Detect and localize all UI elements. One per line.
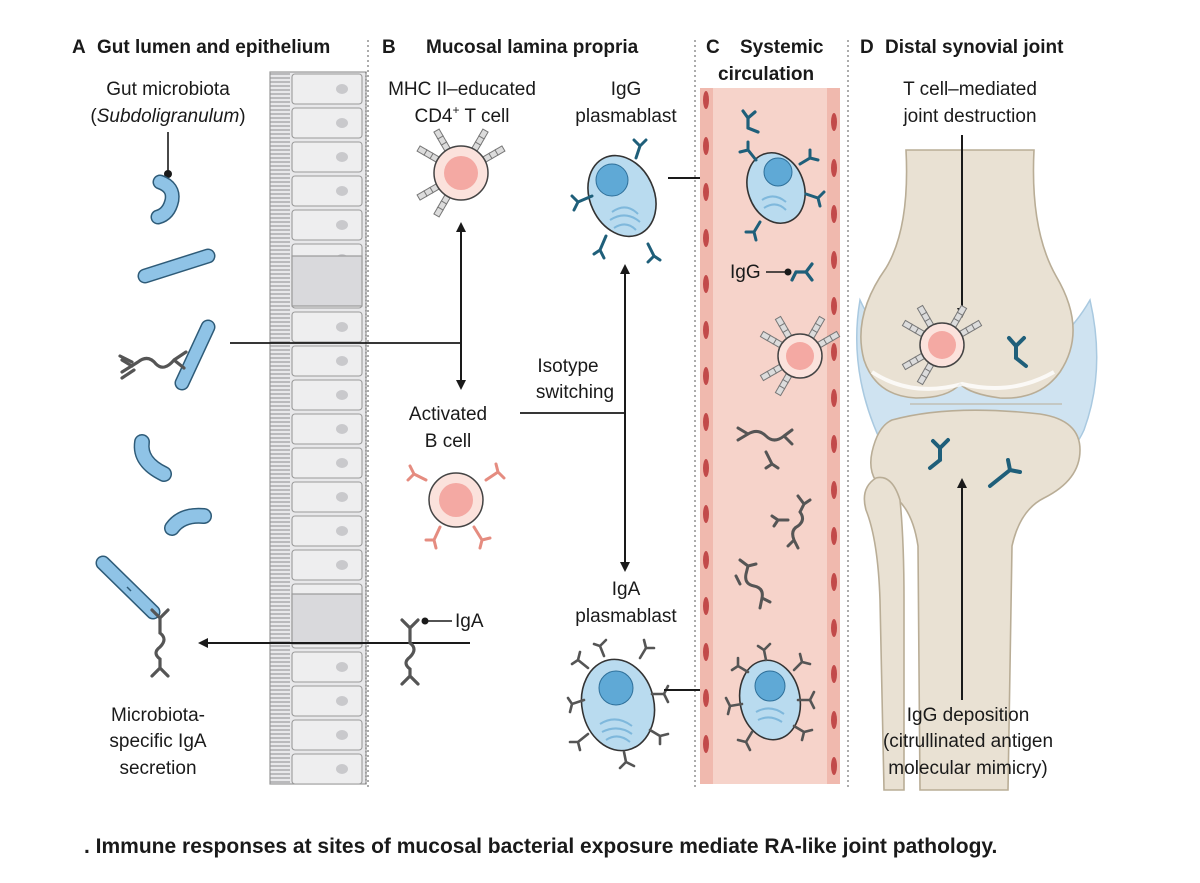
panel-a-title: Gut lumen and epithelium — [97, 37, 330, 58]
circulating-igg-antibody — [741, 109, 760, 134]
iga-label: IgA — [455, 611, 484, 632]
epithelial-cell — [291, 685, 363, 717]
iga-dimer-lamina — [400, 618, 420, 686]
igg-plasmablast-label-line2: plasmablast — [575, 106, 677, 127]
panel-d-letter: D — [860, 37, 874, 58]
pointer-dot — [164, 170, 172, 178]
secretion-label-line3: secretion — [119, 758, 196, 779]
activated-b-cell — [406, 462, 506, 550]
panel-c-letter: C — [706, 37, 720, 58]
panel-d-title: Distal synovial joint — [885, 37, 1064, 58]
epithelium-layer — [269, 71, 367, 785]
cd4-t-cell — [416, 128, 506, 218]
epithelial-cell — [291, 549, 363, 581]
panel-c-title-line1: Systemic — [740, 37, 824, 58]
bacteria-group — [95, 174, 216, 620]
mhc-tcell-label-line2: CD4+ T cell — [414, 103, 509, 127]
deposition-label-line1: IgG deposition — [907, 705, 1030, 726]
deposition-label-line3: molecular mimicry) — [888, 758, 1047, 779]
epithelial-cell — [291, 753, 363, 785]
joint-igg-antibodies — [928, 336, 1028, 488]
microvilli-border — [270, 73, 290, 783]
joint-t-cell — [901, 304, 983, 386]
fibula — [863, 476, 905, 791]
circulating-iga-dimers — [734, 426, 812, 610]
activated-bcell-label-line2: B cell — [425, 431, 471, 452]
isotype-switching-label-line2: switching — [536, 382, 614, 403]
epithelial-cell — [291, 413, 363, 445]
panel-a-letter: A — [72, 37, 86, 58]
epithelial-cell — [291, 651, 363, 683]
iga-plasmablast-label-line1: IgA — [612, 579, 641, 600]
deposition-label-line2: (citrullinated antigen — [883, 731, 1053, 752]
igg-antibody — [790, 262, 814, 282]
igg-antibody — [988, 458, 1022, 488]
igg-plasmablast-label-line1: IgG — [611, 79, 642, 100]
microbiota-label-line2: (Subdoligranulum) — [90, 106, 245, 127]
igg-circulation-label: IgG — [730, 262, 761, 283]
goblet-cell — [291, 255, 363, 307]
tibia — [870, 409, 1081, 791]
epithelial-cell — [291, 481, 363, 513]
epithelial-cell — [291, 719, 363, 751]
secretion-label-line2: specific IgA — [109, 731, 206, 752]
epithelial-cells — [291, 73, 363, 785]
circulating-iga-plasmablast — [724, 642, 816, 752]
microbiota-label-line1: Gut microbiota — [106, 79, 230, 100]
circulating-igg-plasmablast — [738, 140, 826, 242]
activated-bcell-label-line1: Activated — [409, 404, 487, 425]
panel-b-title: Mucosal lamina propria — [426, 37, 639, 58]
epithelial-cell — [291, 447, 363, 479]
iga-receptors — [566, 638, 670, 770]
epithelial-cell — [291, 379, 363, 411]
epithelial-cell — [291, 515, 363, 547]
iga-dimer-bound — [118, 350, 188, 380]
knee-joint — [856, 149, 1098, 791]
epithelial-cell — [291, 345, 363, 377]
igg-antibody — [1007, 336, 1028, 368]
iga-plasmablast-label-line2: plasmablast — [575, 606, 677, 627]
epithelial-cell — [291, 141, 363, 173]
epithelial-cell — [291, 73, 363, 105]
panel-c-title-line2: circulation — [718, 64, 814, 85]
secretion-label-line1: Microbiota- — [111, 705, 205, 726]
bcr-receptors — [406, 462, 506, 550]
igg-receptors — [570, 138, 662, 264]
iga-dimer-secreted — [150, 608, 170, 678]
panel-b-letter: B — [382, 37, 396, 58]
femur — [860, 149, 1074, 399]
igg-plasmablast — [570, 138, 662, 264]
epithelial-cell — [291, 107, 363, 139]
tcell-destruction-label-line2: joint destruction — [902, 106, 1036, 127]
epithelial-cell — [291, 209, 363, 241]
iga-plasmablast — [566, 638, 670, 770]
tcell-destruction-label-line1: T cell–mediated — [903, 79, 1037, 100]
igg-antibody — [928, 438, 950, 470]
mhc-tcell-label-line1: MHC II–educated — [388, 79, 536, 100]
figure-caption: . Immune responses at sites of mucosal b… — [84, 835, 997, 858]
goblet-cell — [291, 593, 363, 645]
epithelial-cell — [291, 311, 363, 343]
epithelial-cell — [291, 175, 363, 207]
isotype-switching-label-line1: Isotype — [537, 356, 598, 377]
circulating-t-cell — [759, 315, 841, 397]
